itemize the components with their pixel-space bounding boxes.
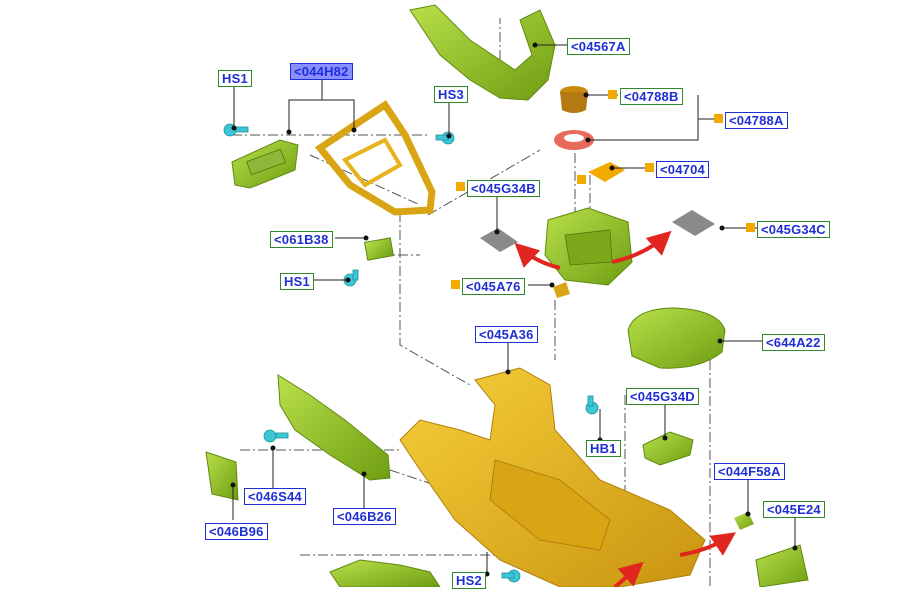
callout-045G34C[interactable]: <045G34C xyxy=(757,221,830,238)
callout-644A22[interactable]: <644A22 xyxy=(762,334,825,351)
marker-square xyxy=(746,223,755,232)
callout-044F58A[interactable]: <044F58A xyxy=(714,463,785,480)
marker-square xyxy=(608,90,617,99)
callout-04704[interactable]: <04704 xyxy=(656,161,709,178)
part-switch-panel xyxy=(231,139,299,189)
fastener-screws xyxy=(223,123,599,583)
part-right-panel xyxy=(755,544,809,587)
callout-HS2[interactable]: HS2 xyxy=(452,572,486,589)
part-shifter-housing xyxy=(544,207,633,286)
marker-square xyxy=(714,114,723,123)
part-connector xyxy=(364,237,394,261)
part-cup-ring xyxy=(554,130,594,150)
callout-HB1[interactable]: HB1 xyxy=(586,440,621,457)
part-upper-trim-bezel xyxy=(409,4,556,101)
part-bracket-d xyxy=(642,431,694,466)
part-small-clip xyxy=(588,162,625,182)
part-small-tab xyxy=(553,282,570,298)
callout-04567A[interactable]: <04567A xyxy=(567,38,630,55)
callout-046B26[interactable]: <046B26 xyxy=(333,508,396,525)
callout-04788B[interactable]: <04788B xyxy=(620,88,683,105)
marker-square xyxy=(577,175,586,184)
callout-04788A[interactable]: <04788A xyxy=(725,112,788,129)
callout-045A76[interactable]: <045A76 xyxy=(462,278,525,295)
part-mat-right xyxy=(672,210,715,236)
callout-045E24[interactable]: <045E24 xyxy=(763,501,825,518)
part-gold-frame-bracket xyxy=(314,100,436,216)
callout-HS1-mid[interactable]: HS1 xyxy=(280,273,314,290)
marker-square xyxy=(451,280,460,289)
part-small-left-cover xyxy=(205,451,239,501)
callout-045G34B[interactable]: <045G34B xyxy=(467,180,540,197)
part-cup-holder-top xyxy=(560,86,588,113)
part-mat-left xyxy=(480,228,518,252)
callout-044H82[interactable]: <044H82 xyxy=(290,63,353,80)
direction-arrows xyxy=(514,230,736,587)
callout-leaders xyxy=(232,44,796,574)
marker-square xyxy=(456,182,465,191)
part-left-side-panel xyxy=(277,374,391,481)
callout-046S44[interactable]: <046S44 xyxy=(244,488,306,505)
part-armrest-lid xyxy=(627,307,726,369)
callout-HS1-top[interactable]: HS1 xyxy=(218,70,252,87)
callout-046B96[interactable]: <046B96 xyxy=(205,523,268,540)
part-small-block xyxy=(734,512,754,530)
part-main-console xyxy=(399,367,706,587)
callout-061B38[interactable]: <061B38 xyxy=(270,231,333,248)
callout-045G34D[interactable]: <045G34D xyxy=(626,388,699,405)
marker-square xyxy=(645,163,654,172)
part-bottom-left-trim xyxy=(329,559,441,587)
callout-HS3[interactable]: HS3 xyxy=(434,86,468,103)
callout-045A36[interactable]: <045A36 xyxy=(475,326,538,343)
